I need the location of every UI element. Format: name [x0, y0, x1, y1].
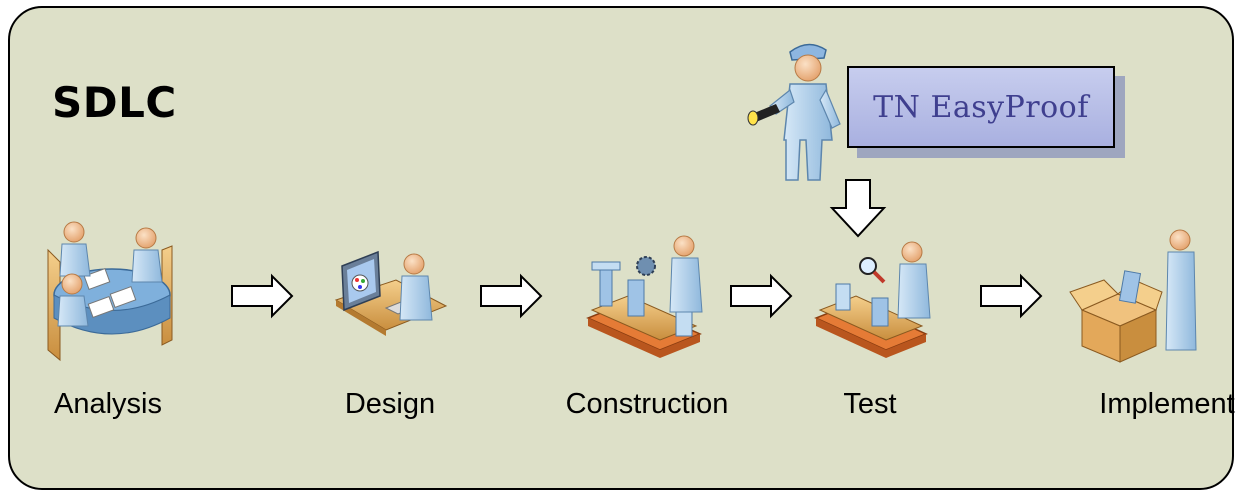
- assembly-line-icon: [586, 235, 703, 358]
- designer-workstation-icon: [334, 250, 448, 336]
- diagram-title: SDLC: [52, 78, 177, 127]
- tool-box-label: TN EasyProof: [873, 89, 1089, 125]
- inspection-line-icon: [814, 241, 931, 358]
- right-arrow-icon: [231, 273, 294, 319]
- step-label-construction: Construction: [565, 388, 729, 420]
- inspector-figure-icon: [747, 43, 841, 181]
- step-label-analysis: Analysis: [54, 388, 162, 420]
- meeting-table-icon: [47, 221, 173, 362]
- right-arrow-icon: [730, 273, 793, 319]
- right-arrow-icon: [980, 273, 1043, 319]
- tool-box: TN EasyProof: [847, 66, 1115, 148]
- down-arrow-icon: [829, 179, 887, 238]
- step-label-test: Test: [843, 388, 897, 420]
- step-label-design: Design: [344, 388, 436, 420]
- packaging-icon: [1069, 229, 1197, 363]
- right-arrow-icon: [480, 273, 543, 319]
- step-label-implement: Implement: [1099, 388, 1235, 420]
